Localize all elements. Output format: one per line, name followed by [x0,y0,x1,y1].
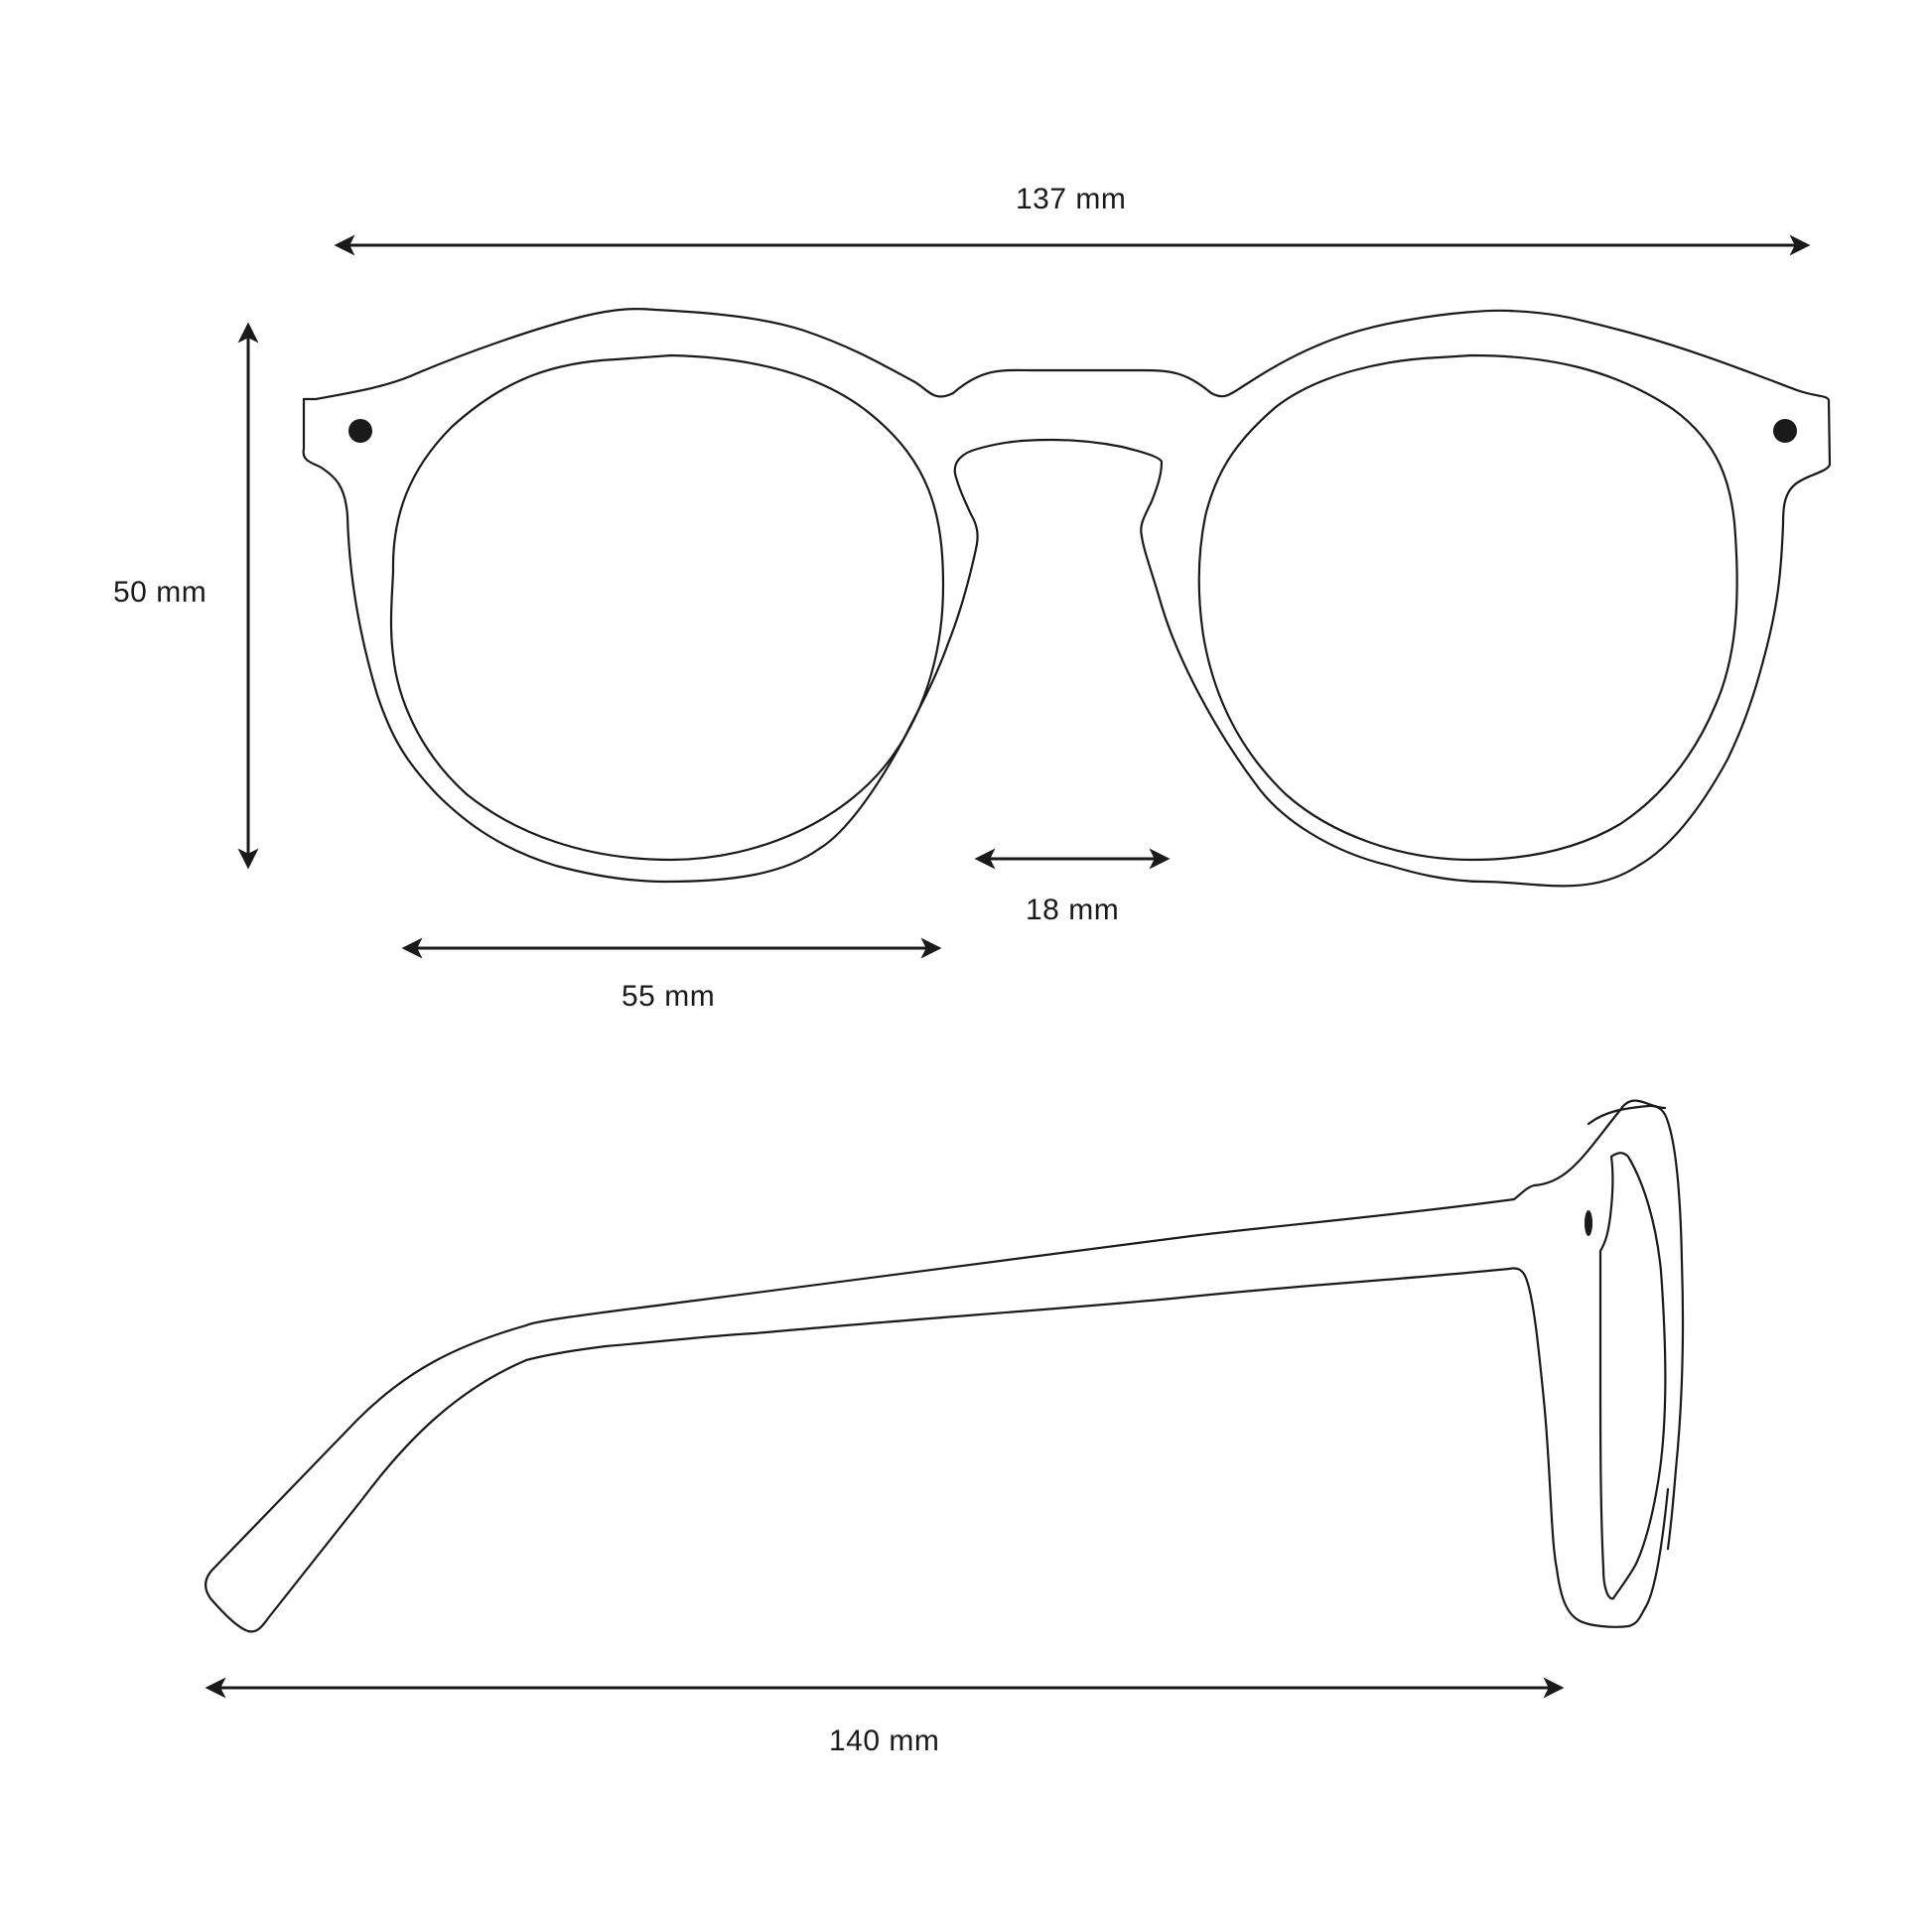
hinge-pin-left-icon [348,419,372,443]
front-frame-outline [302,308,1832,888]
lens-width-label: 55 mm [621,980,716,1013]
side-view [205,1099,1685,1633]
side-front-outline [1587,1104,1685,1551]
left-lens-outline [389,353,945,862]
bridge-width-label: 18 mm [1026,894,1120,926]
right-lens-outline [1197,353,1738,862]
lens-height-label: 50 mm [113,576,207,609]
hinge-pin-side-icon [1585,1210,1592,1236]
hinge-pin-right-icon [1773,419,1797,443]
side-lens-outline [1598,1152,1667,1600]
temple-arm-outline [205,1099,1670,1633]
temple-length-label: 140 mm [829,1725,940,1757]
front-view [302,308,1832,888]
total-width-label: 137 mm [1016,183,1127,215]
